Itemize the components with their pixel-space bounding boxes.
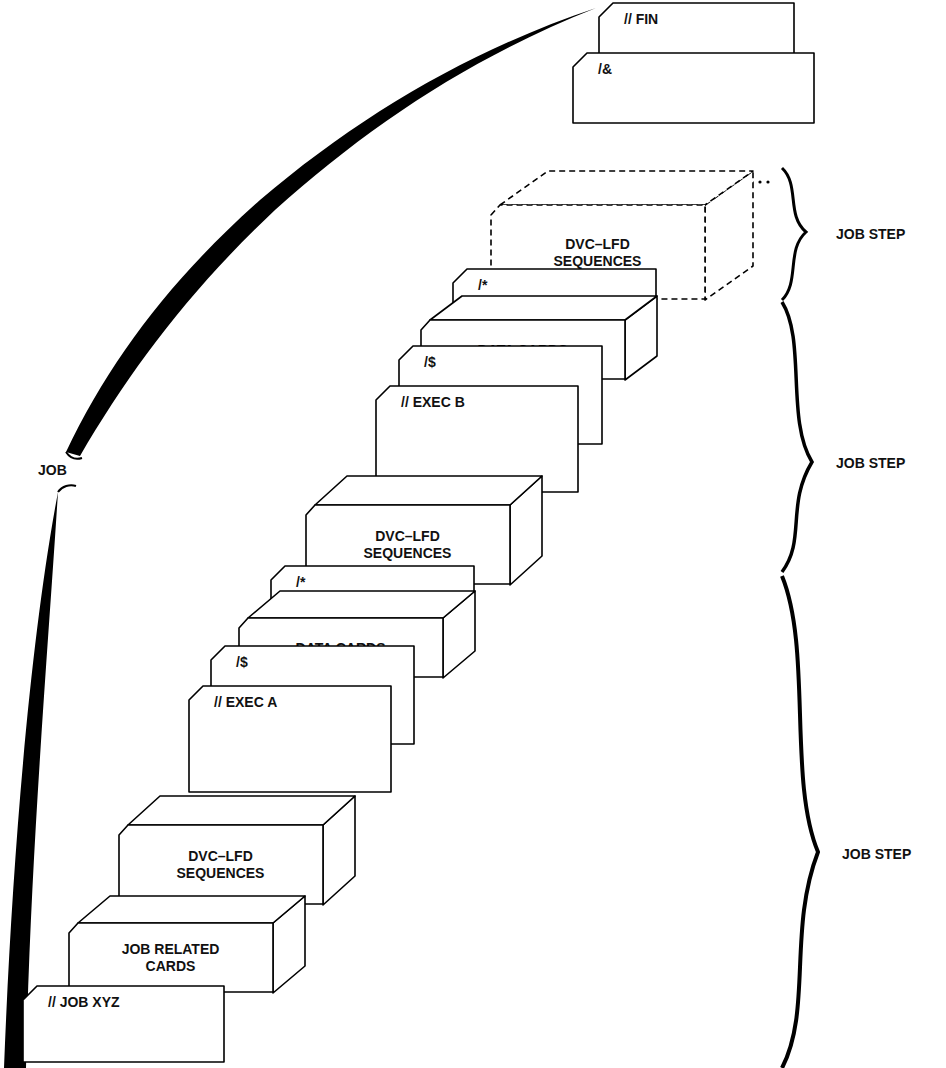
job-step-label: JOB STEP: [834, 455, 907, 471]
card-outline: [119, 825, 323, 904]
card-outline: [128, 796, 355, 825]
job-notch: [66, 452, 82, 459]
job-step-brace: [782, 302, 812, 572]
card-outline: [189, 686, 391, 792]
punched-card: // JOB XYZ: [22, 985, 225, 1063]
card-outline: [78, 896, 305, 923]
card-deck: JOB RELATED CARDS: [68, 895, 305, 993]
card-text: // EXEC A: [188, 685, 392, 711]
card-outline: [271, 566, 474, 644]
card-text: /$: [398, 345, 603, 371]
card-outline: [69, 923, 273, 992]
card-outline: [376, 386, 578, 492]
card-text: /$: [210, 645, 415, 671]
punched-card: /&: [572, 52, 815, 124]
card-text: DVC–LFD SEQUENCES: [353, 528, 463, 562]
job-label: JOB: [36, 462, 69, 478]
card-outline: [430, 296, 657, 320]
card-outline: [211, 646, 414, 744]
card-deck: DVC–LFD SEQUENCES: [118, 795, 355, 905]
job-step-label: JOB STEP: [834, 226, 907, 242]
job-swoosh-lower: [4, 492, 58, 1068]
card-outline: [315, 476, 542, 505]
card-text: /*: [452, 268, 657, 294]
card-outline: [23, 986, 224, 1062]
card-outline: [306, 505, 510, 584]
card-outline: [599, 3, 794, 81]
continuation-dot: [758, 180, 761, 183]
card-outline: [248, 591, 475, 618]
continuation-dot: [766, 180, 769, 183]
card-outline: [500, 171, 753, 205]
card-outline: [239, 618, 443, 677]
card-outline: [491, 205, 705, 299]
deck-front-face: JOB RELATED CARDS: [68, 923, 273, 993]
deck-front-face: DVC–LFD SEQUENCES: [118, 825, 323, 905]
card-text: DVC–LFD SEQUENCES: [166, 848, 276, 882]
punched-card: // EXEC A: [188, 685, 392, 793]
card-text: // EXEC B: [375, 385, 579, 411]
card-text: JOB RELATED CARDS: [111, 941, 231, 975]
job-step-brace: [782, 168, 806, 300]
card-text: // JOB XYZ: [22, 985, 225, 1011]
card-outline: [399, 346, 602, 444]
card-text: /*: [270, 565, 475, 591]
card-text: // FIN: [598, 2, 795, 28]
card-text: DVC–LFD SEQUENCES: [543, 236, 653, 270]
card-outline: [421, 320, 625, 379]
job-step-brace: [782, 576, 818, 1068]
job-step-label: JOB STEP: [840, 846, 913, 862]
card-outline: [573, 53, 814, 123]
job-notch: [58, 485, 76, 492]
card-outline: [453, 269, 656, 347]
card-text: /&: [572, 52, 815, 78]
